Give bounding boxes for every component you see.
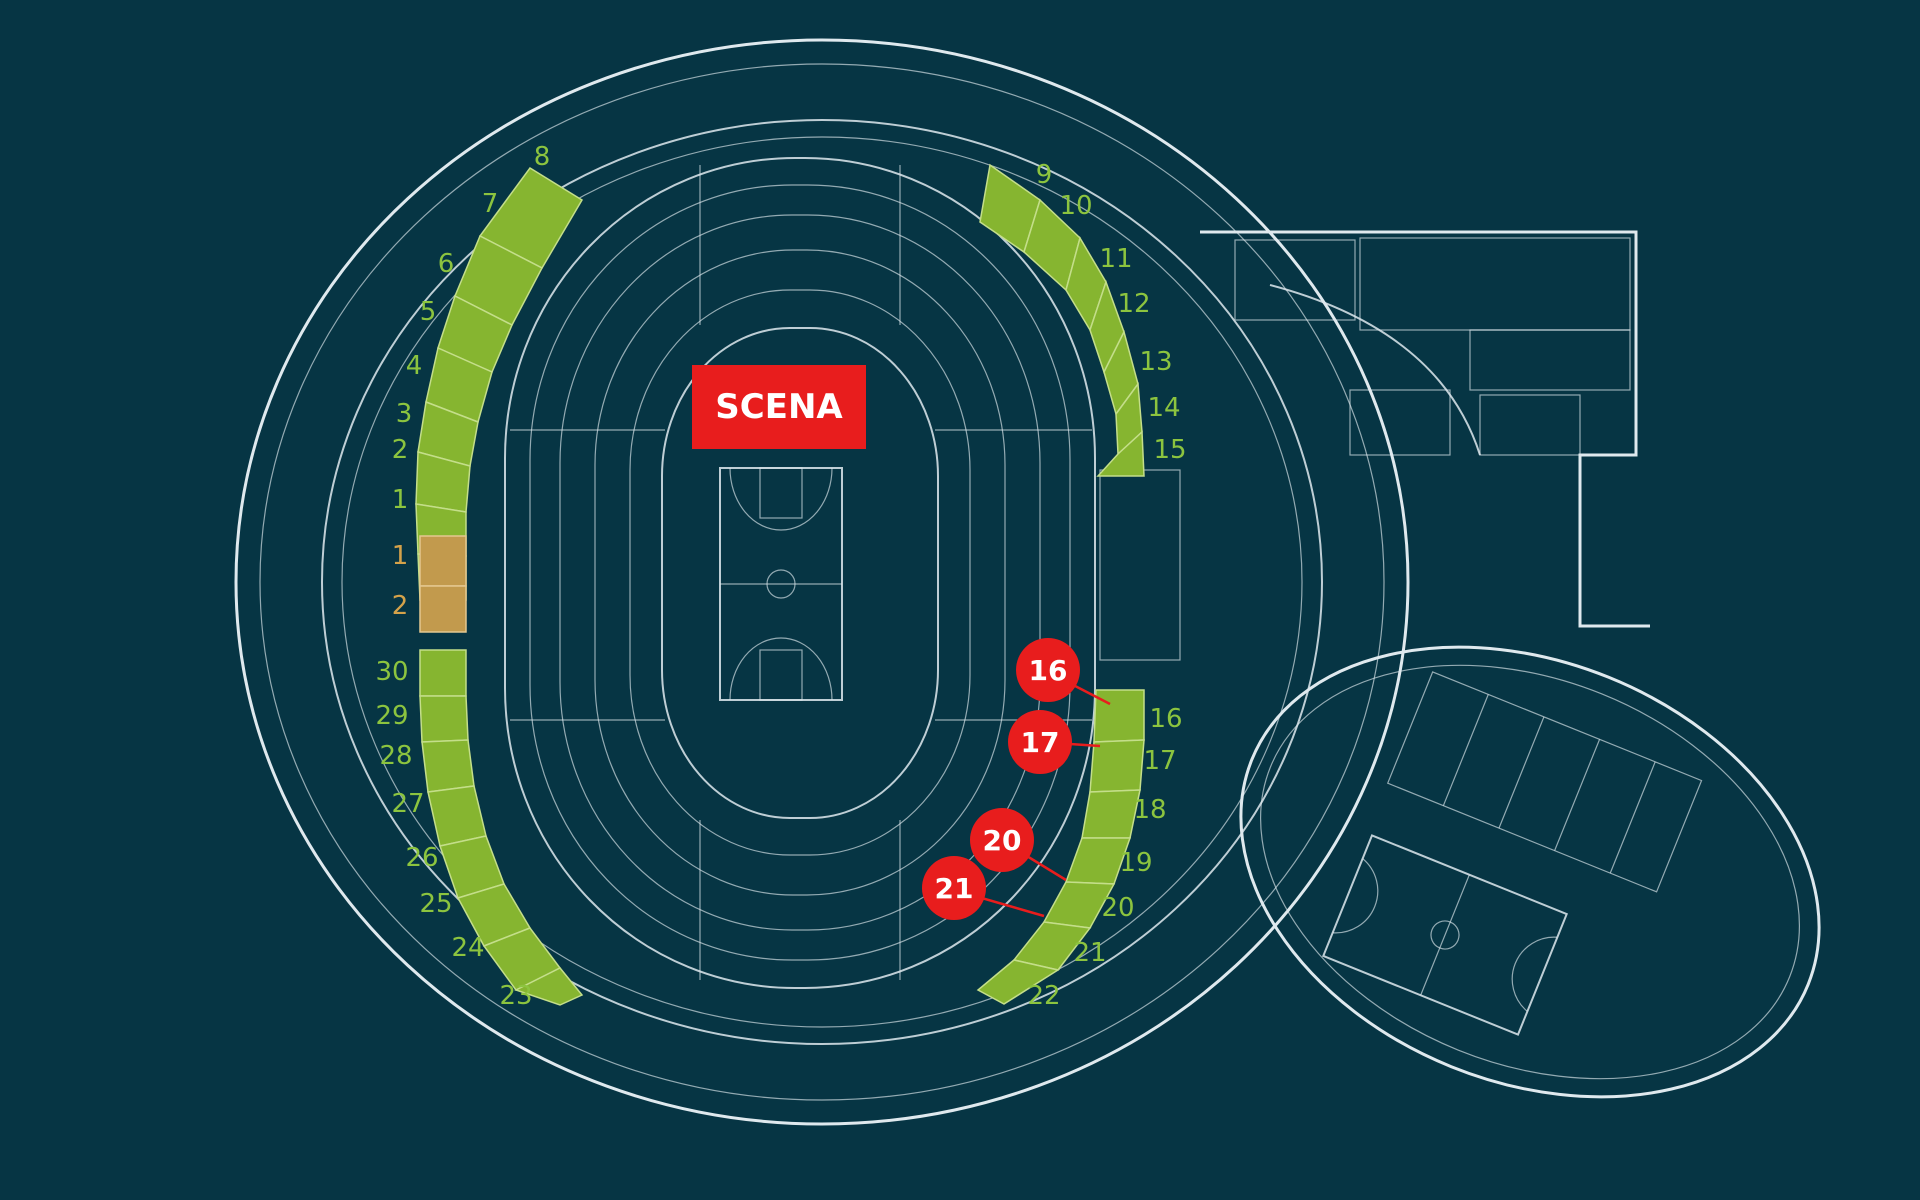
sections-right-lower [976,689,1145,1005]
section-label-4: 4 [406,351,423,381]
sections-right-upper [979,163,1145,477]
section-16[interactable] [1093,689,1145,743]
section-label-24: 24 [451,933,484,963]
marker-21[interactable]: 21 [922,856,986,920]
section-label-10: 10 [1059,191,1092,221]
section-29[interactable] [419,695,469,743]
marker-20[interactable]: 20 [970,808,1034,872]
section-label-5: 5 [420,297,437,327]
marker-circle [922,856,986,920]
box-1[interactable] [419,535,467,587]
section-label-14: 14 [1147,393,1180,423]
highlighted-markers: 16 17 20 21 [922,638,1080,920]
box-2[interactable] [419,585,467,633]
section-30[interactable] [419,649,467,697]
section-18[interactable] [1081,789,1141,839]
marker-17[interactable]: 17 [1008,710,1072,774]
section-17[interactable] [1089,739,1145,793]
section-label-7: 7 [482,189,499,219]
section-label-28: 28 [379,741,412,771]
section-label-21: 21 [1073,938,1106,968]
marker-label: 21 [935,872,974,905]
marker-circle [1016,638,1080,702]
section-28[interactable] [421,739,475,793]
section-label-3: 3 [396,399,413,429]
section-label-19: 19 [1119,848,1152,878]
box-sections-left [419,535,467,633]
section-label-26: 26 [405,843,438,873]
marker-label: 17 [1021,726,1060,759]
section-27[interactable] [427,785,487,847]
section-label-18: 18 [1133,795,1166,825]
section-label-13: 13 [1139,347,1172,377]
section-label-22: 22 [1027,981,1060,1011]
section-label-2: 2 [392,435,409,465]
section-label-9: 9 [1036,160,1053,190]
stage-box [692,365,866,449]
section-label-29: 29 [375,701,408,731]
office-annex [1200,230,1650,628]
stage-label: SCENA [715,387,843,427]
marker-16[interactable]: 16 [1016,638,1080,702]
section-label-25: 25 [419,889,452,919]
section-label-1: 1 [392,485,409,515]
sections-left-upper [415,166,584,601]
section-label-30: 30 [375,657,408,687]
section-22[interactable] [976,959,1060,1005]
section-labels: 8765432191011121314151216171819202122302… [375,142,1186,1011]
section-label-8: 8 [534,142,551,172]
section-label-17: 17 [1143,746,1176,776]
section-label-16: 16 [1149,704,1182,734]
section-label-27: 27 [391,789,424,819]
section-label-12: 12 [1117,289,1150,319]
section-label-2: 2 [392,591,409,621]
training-hall [1239,645,1821,1099]
section-label-23: 23 [499,981,532,1011]
marker-label: 20 [983,824,1022,857]
basketball-court [719,467,843,701]
arena-building-outline [234,38,1410,1126]
section-label-15: 15 [1153,435,1186,465]
seating-bowl [504,157,1181,989]
sections-left-lower [419,649,584,1006]
marker-label: 16 [1029,654,1068,687]
section-label-6: 6 [438,249,455,279]
marker-circle [970,808,1034,872]
section-23[interactable] [514,967,584,1006]
section-label-1: 1 [392,541,409,571]
stage: SCENA [692,365,866,449]
section-label-20: 20 [1101,893,1134,923]
marker-circle [1008,710,1072,774]
section-15[interactable] [1096,430,1145,477]
section-label-11: 11 [1099,244,1132,274]
